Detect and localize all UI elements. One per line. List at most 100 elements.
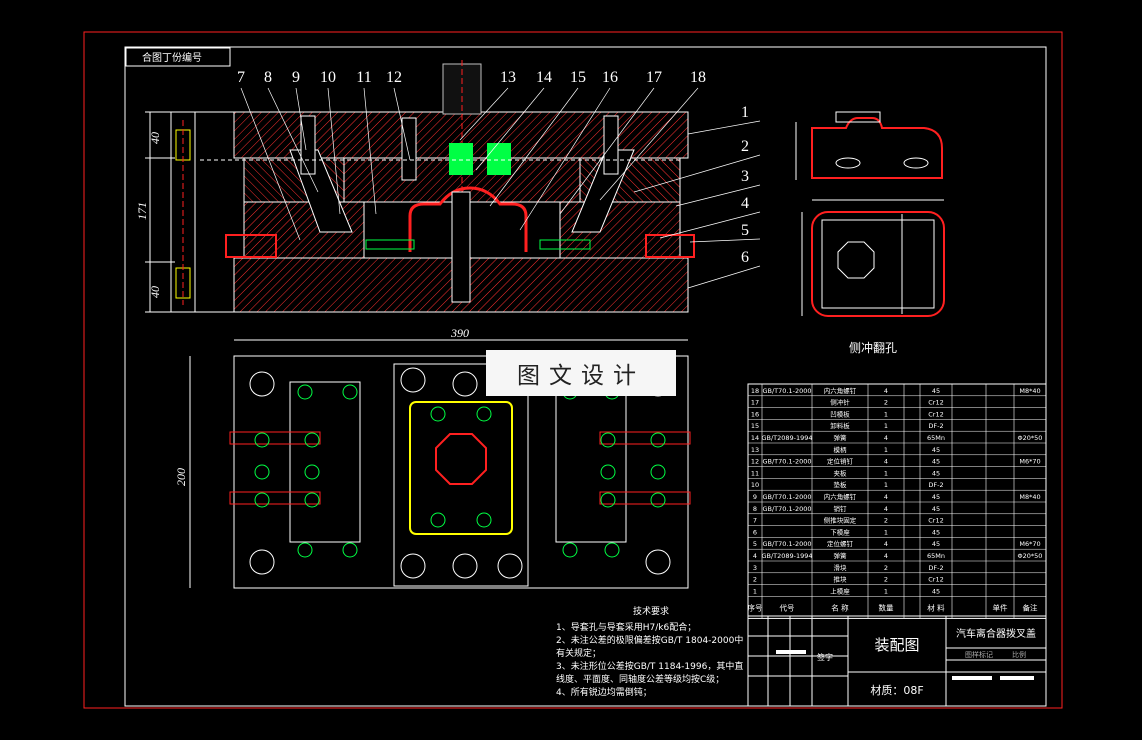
bom-name: 弹簧	[834, 433, 848, 442]
bom-no: 15	[751, 422, 759, 430]
spring-right	[487, 143, 511, 175]
spring-red-left	[225, 234, 277, 258]
bom-no: 9	[753, 493, 757, 501]
plan-bolt-hole	[600, 432, 616, 448]
tb-bar-3	[776, 650, 806, 654]
bom-no: 16	[751, 410, 759, 418]
bom-no: 11	[751, 469, 759, 477]
bom-code: GB/T2089-1994	[761, 552, 812, 560]
bom-header-cell: 数量	[879, 602, 894, 612]
center-punch	[451, 191, 471, 303]
bom-no: 12	[751, 458, 759, 466]
bolt-mid-upper	[401, 117, 417, 181]
tech-item: 2、未注公差的极限偏差按GB/T 1804-2000中	[556, 636, 744, 646]
bom-material: 45	[932, 469, 940, 477]
corner-stamp: 合图丁份编号	[142, 51, 202, 64]
plan-bolt-hole	[476, 406, 492, 422]
balloon-2: 2	[741, 138, 749, 155]
plan-bolt-right-2	[599, 491, 691, 505]
balloon-11: 11	[356, 69, 371, 86]
balloon-leader	[689, 238, 761, 243]
bom-code: GB/T70.1-2000	[762, 540, 811, 548]
bom-qty: 1	[884, 446, 888, 454]
plan-bolt-hole	[600, 464, 616, 480]
bom-qty: 1	[884, 587, 888, 595]
balloon-leader	[687, 265, 761, 289]
tech-item: 有关规定；	[556, 649, 602, 659]
scale-label: 比例	[1012, 650, 1026, 659]
plan-bolt-hole	[650, 492, 666, 508]
bom-material: 65Mn	[927, 434, 945, 442]
bom-material: Cr12	[928, 517, 943, 525]
bom-name: 夹板	[834, 468, 848, 477]
plan-bolt-hole	[604, 542, 620, 558]
bom-no: 13	[751, 446, 759, 454]
plan-bolt-hole	[254, 432, 270, 448]
bom-note: M6*70	[1019, 458, 1040, 466]
plan-bolt-hole	[297, 384, 313, 400]
balloon-leader	[393, 87, 411, 161]
inner-frame	[124, 46, 1047, 707]
tech-item: 线度、平面度、同轴度公差等级均按C级；	[556, 675, 725, 685]
balloon-leader	[519, 87, 611, 231]
bom-material: Cr12	[928, 576, 943, 584]
plan-bolt-hole	[254, 464, 270, 480]
bom-code: GB/T70.1-2000	[762, 493, 811, 501]
balloon-leader	[687, 120, 761, 135]
bom-name: 滑块	[834, 563, 848, 572]
tb-bar-1	[952, 676, 992, 680]
balloon-leader	[267, 87, 319, 193]
bom-qty: 4	[884, 458, 888, 466]
bom-material: 65Mn	[927, 552, 945, 560]
side-view-label: 侧冲翻孔	[849, 340, 897, 355]
plan-hole	[400, 367, 426, 393]
bom-no: 5	[753, 540, 757, 548]
bom-name: 卸料板	[830, 421, 850, 430]
plan-bolt-hole	[304, 464, 320, 480]
title-block: 装配图 汽车离合器拨叉盖 材质：08F 图样标记 比例 签字	[747, 615, 1047, 707]
bom-note: M8*40	[1019, 387, 1040, 395]
balloon-leader	[240, 87, 301, 241]
plan-die-yellow	[409, 401, 513, 535]
outer-frame	[83, 31, 1063, 709]
bolt-green-right	[539, 239, 591, 250]
balloon-1: 1	[741, 104, 749, 121]
octagon-hole	[837, 241, 875, 279]
bom-qty: 1	[884, 422, 888, 430]
bom-note: Φ20*50	[1018, 552, 1043, 560]
balloon-14: 14	[536, 69, 552, 86]
bom-material: 45	[932, 458, 940, 466]
tech-item: 3、未注形位公差按GB/T 1184-1996，其中直	[556, 662, 744, 672]
tb-bar-2	[1000, 676, 1034, 680]
plan-slide-right	[555, 381, 627, 543]
side-view-top-face	[835, 111, 881, 123]
plan-bolt-hole	[342, 542, 358, 558]
bom-name: 垫板	[834, 480, 848, 489]
bom-material: 45	[932, 387, 940, 395]
bom-qty: 4	[884, 552, 888, 560]
bom-qty: 1	[884, 481, 888, 489]
balloon-leader	[327, 87, 341, 215]
bom-code: GB/T2089-1994	[761, 434, 812, 442]
bom-code: GB/T70.1-2000	[762, 387, 811, 395]
plan-hole	[400, 553, 426, 579]
balloon-leader	[659, 211, 761, 239]
bom-header-cell: 备注	[1023, 602, 1039, 612]
tech-title: 技术要求	[632, 607, 669, 617]
plan-bolt-hole	[650, 464, 666, 480]
bom-name: 推块	[834, 575, 848, 584]
mid-label: 签字	[817, 652, 833, 662]
bom-qty: 2	[884, 517, 888, 525]
plan-bolt-left-2	[229, 491, 321, 505]
bom-name: 定位销钉	[827, 457, 854, 466]
title-block-frame	[747, 615, 1047, 707]
side-view-plan	[811, 211, 945, 317]
bom-header-cell: 材 料	[927, 602, 945, 612]
bom-qty: 4	[884, 505, 888, 513]
material-label: 材质：08F	[870, 683, 923, 697]
spring-left	[449, 143, 473, 175]
plan-bolt-hole	[342, 384, 358, 400]
plan-die-outer	[393, 363, 529, 587]
plan-bolt-hole	[476, 512, 492, 528]
